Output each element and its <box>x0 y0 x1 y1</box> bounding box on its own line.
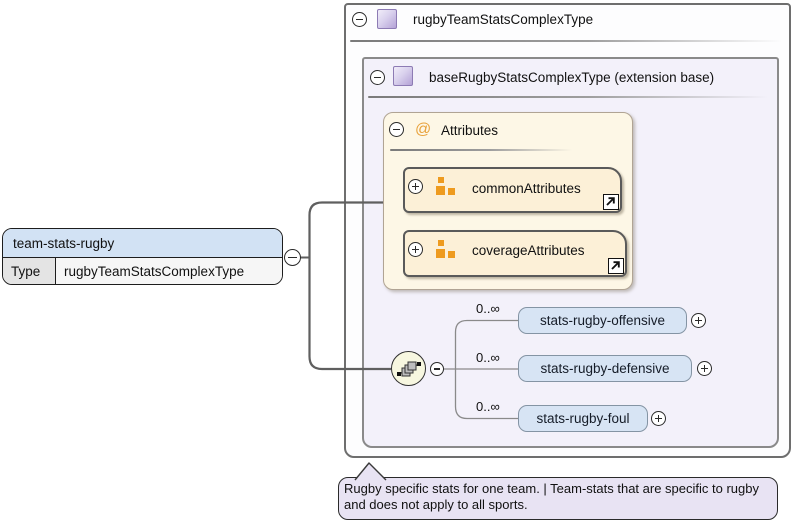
attr-group-label: commonAttributes <box>472 181 581 196</box>
collapse-icon[interactable] <box>284 249 301 266</box>
cardinality-label: 0..∞ <box>476 301 500 316</box>
complex-type-title: rugbyTeamStatsComplexType <box>413 12 594 27</box>
collapse-icon[interactable] <box>352 12 367 27</box>
link-icon[interactable] <box>603 194 619 210</box>
expand-icon[interactable] <box>408 242 423 257</box>
attr-group-label: coverageAttributes <box>472 243 585 258</box>
annotation-text: Rugby specific stats for one team. | Tea… <box>344 481 759 512</box>
collapse-icon[interactable] <box>370 70 385 85</box>
base-type-title: baseRugbyStatsComplexType (extension bas… <box>429 70 715 85</box>
node-team-stats-rugby[interactable]: team-stats-rugby Type rugbyTeamStatsComp… <box>2 228 283 285</box>
attributes-title: Attributes <box>441 123 499 138</box>
complex-type-icon <box>377 9 397 29</box>
sequence-icon[interactable] <box>391 351 426 386</box>
element-label: stats-rugby-foul <box>536 411 630 426</box>
link-icon[interactable] <box>608 258 624 274</box>
element-stats-rugby-foul[interactable]: stats-rugby-foul <box>518 405 648 432</box>
attributes-at-icon: @ <box>415 121 432 138</box>
collapse-icon[interactable] <box>389 122 404 137</box>
element-stats-rugby-offensive[interactable]: stats-rugby-offensive <box>518 307 687 334</box>
collapse-icon[interactable] <box>430 362 444 376</box>
type-label: Type <box>3 258 56 284</box>
element-label: stats-rugby-offensive <box>539 313 666 328</box>
type-value: rugbyTeamStatsComplexType <box>56 258 282 284</box>
cardinality-label: 0..∞ <box>476 350 500 365</box>
attribute-group-icon <box>436 177 455 195</box>
header-divider <box>350 40 782 42</box>
expand-icon[interactable] <box>697 361 712 376</box>
node-type-row: Type rugbyTeamStatsComplexType <box>3 258 282 284</box>
expand-icon[interactable] <box>651 411 666 426</box>
expand-icon[interactable] <box>691 313 706 328</box>
header-divider <box>390 149 572 151</box>
attribute-group-icon <box>436 240 455 258</box>
element-label: stats-rugby-defensive <box>540 361 670 376</box>
annotation-tooltip: Rugby specific stats for one team. | Tea… <box>338 477 778 520</box>
element-stats-rugby-defensive[interactable]: stats-rugby-defensive <box>518 355 692 382</box>
node-title: team-stats-rugby <box>3 229 282 258</box>
expand-icon[interactable] <box>408 179 423 194</box>
header-divider <box>368 96 768 98</box>
cardinality-label: 0..∞ <box>476 399 500 414</box>
complex-type-icon <box>393 66 413 86</box>
